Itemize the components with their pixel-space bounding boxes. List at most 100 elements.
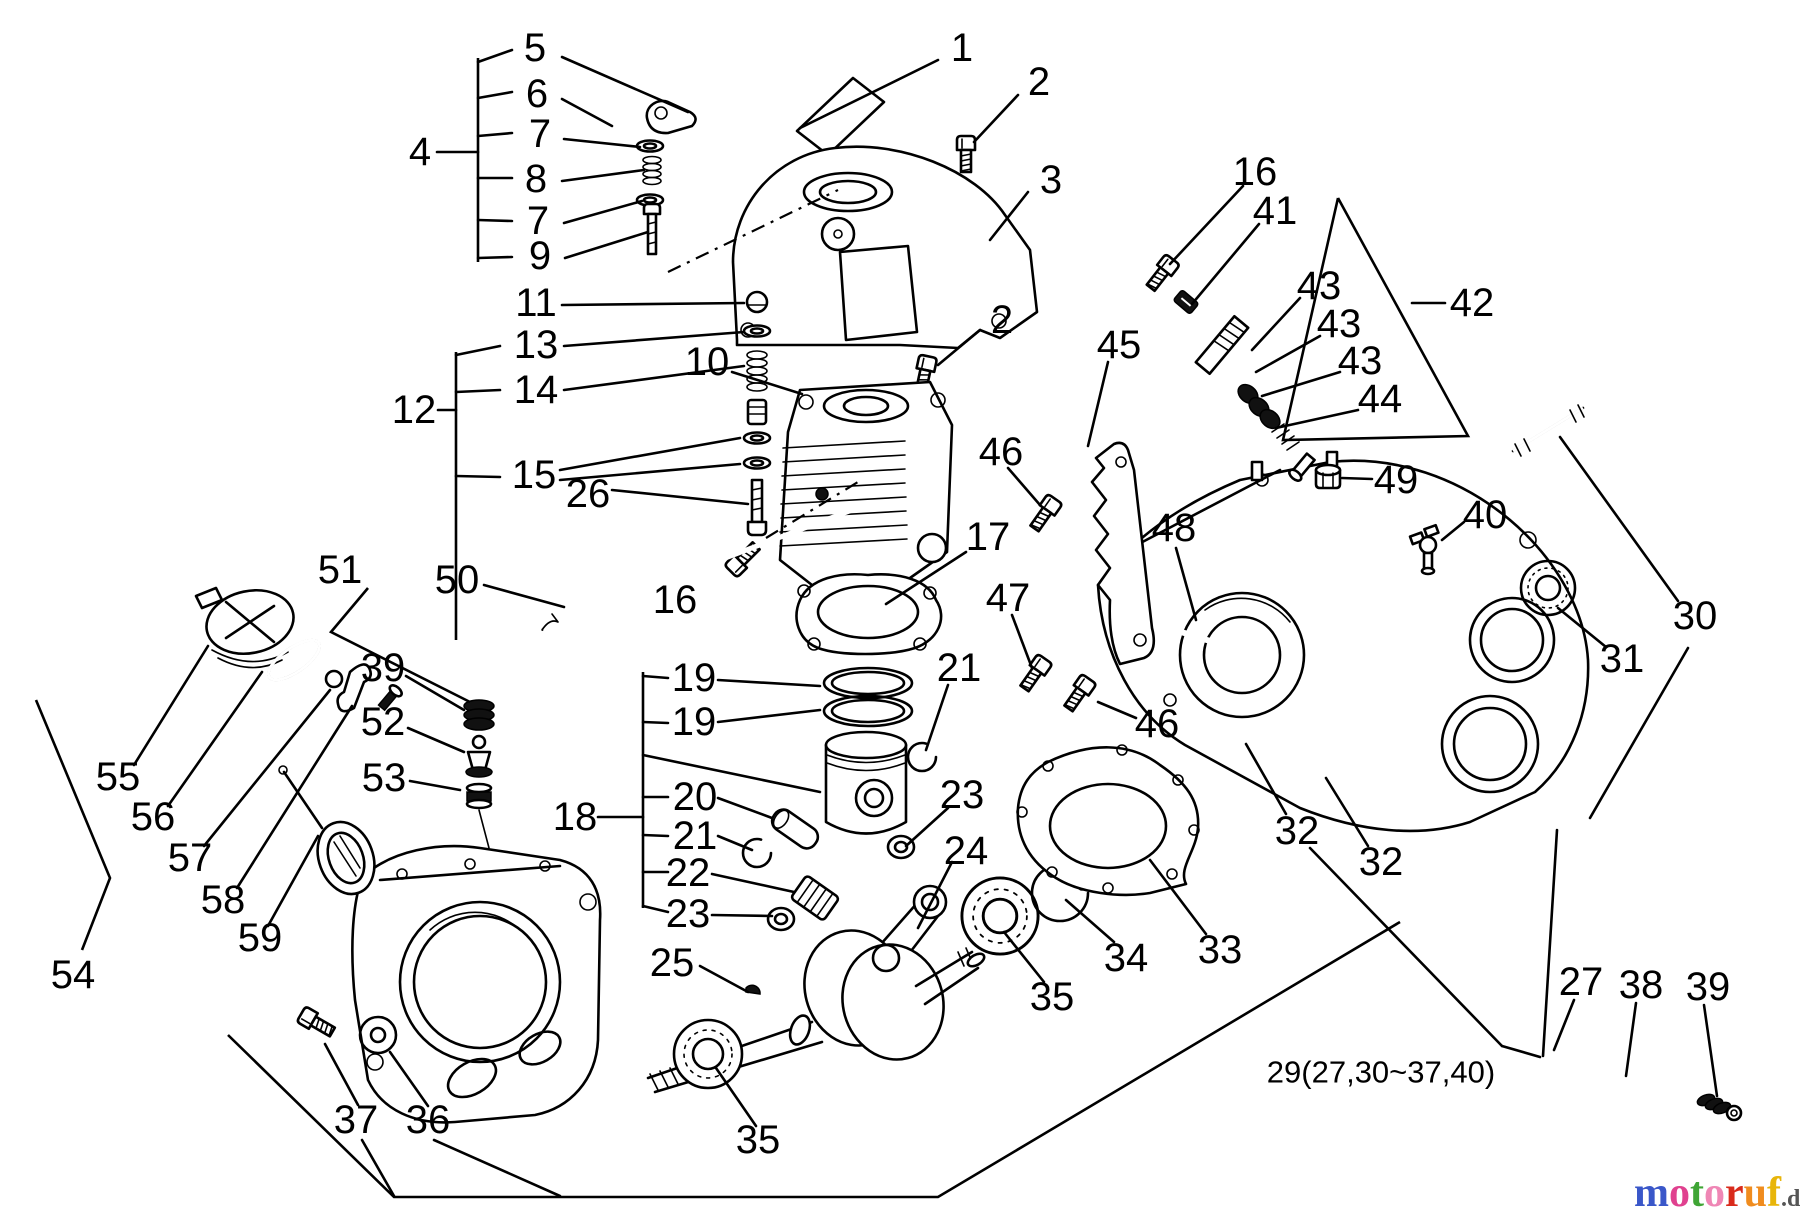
part-number-label: 45	[1097, 323, 1142, 367]
part-number-label: 51	[318, 548, 363, 592]
leader-line	[698, 964, 750, 994]
leader-line	[266, 834, 320, 928]
part-number-label: 19	[672, 656, 717, 700]
leader-line	[716, 678, 822, 688]
part-number-label: 2	[1028, 60, 1050, 104]
leader-line	[641, 753, 822, 794]
leader-line	[710, 872, 796, 894]
part-number-label: 18	[553, 795, 598, 839]
leader-line	[1500, 1044, 1542, 1059]
leader-line	[641, 674, 670, 680]
leader-line	[1064, 898, 1116, 944]
leader-line	[454, 388, 502, 394]
leader-line	[916, 860, 954, 930]
part-number-label: 36	[406, 1098, 451, 1142]
part-number-label: 43	[1297, 264, 1342, 308]
part-number-label: 12	[392, 388, 437, 432]
leader-line	[1254, 334, 1322, 374]
leader-line	[432, 1138, 562, 1198]
part-number-label: 54	[51, 953, 96, 997]
part-number-label: 41	[1253, 189, 1298, 233]
part-number-label: 43	[1338, 339, 1383, 383]
part-number-label: 7	[529, 112, 551, 156]
leader-line	[1174, 546, 1198, 622]
leader-line	[482, 583, 566, 609]
leader-line	[476, 48, 514, 64]
group-bracket	[1281, 197, 1471, 442]
leader-line	[563, 230, 650, 260]
leader-line	[476, 255, 514, 260]
leader-line	[1168, 184, 1245, 266]
leader-line	[558, 436, 742, 472]
part-number-label: 32	[1275, 809, 1320, 853]
part-number-label: 3	[1040, 158, 1062, 202]
part-number-label: 26	[566, 472, 611, 516]
part-number-label: 57	[168, 836, 213, 880]
leader-line	[476, 218, 514, 223]
part-number-label: 24	[944, 829, 989, 873]
part-number-label: 46	[1135, 702, 1180, 746]
leader-line	[1340, 476, 1374, 481]
leader-line	[560, 301, 746, 307]
assembly-axis-line	[667, 189, 839, 273]
leader-line	[406, 726, 466, 754]
group-brackets	[34, 58, 1471, 1199]
part-number-label: 35	[736, 1118, 781, 1162]
part-number-label: 42	[1450, 281, 1495, 325]
leader-line	[562, 330, 746, 348]
leader-lines	[132, 48, 1719, 1198]
leader-line	[1250, 296, 1302, 352]
part-number-label: 13	[514, 323, 559, 367]
leader-line	[1260, 370, 1342, 398]
leader-line	[1324, 776, 1370, 848]
part-number-label: 9	[529, 234, 551, 278]
part-number-label: 11	[515, 281, 557, 325]
leader-line	[1624, 1001, 1638, 1078]
leader-line	[714, 1066, 758, 1128]
leader-line	[202, 688, 332, 848]
part-number-label: 32	[1359, 840, 1404, 884]
leader-line	[562, 137, 642, 149]
part-number-label: 34	[1104, 936, 1149, 980]
leader-line	[988, 190, 1030, 242]
leader-line	[1002, 930, 1046, 984]
part-number-label: 33	[1198, 928, 1243, 972]
part-number-label: 4	[409, 130, 431, 174]
assembly-axis-line	[765, 481, 859, 539]
leader-line	[476, 90, 514, 100]
leader-line	[235, 704, 354, 890]
part-number-label: 21	[673, 814, 718, 858]
leader-line	[1308, 846, 1504, 1048]
part-number-label: 17	[966, 515, 1011, 559]
leader-line	[641, 720, 670, 725]
group-bracket	[328, 587, 471, 704]
leader-line	[1010, 613, 1034, 670]
leader-line	[641, 904, 670, 914]
leader-line	[404, 674, 466, 712]
leader-line	[408, 779, 462, 792]
leader-line	[360, 1138, 396, 1198]
part-number-label: 6	[526, 72, 548, 116]
part-number-label: 14	[514, 368, 559, 412]
part-number-label: 5	[524, 26, 546, 70]
leader-line	[924, 683, 950, 752]
part-number-label: 39	[361, 646, 406, 690]
part-number-label: 16	[653, 578, 698, 622]
leader-line	[562, 364, 746, 392]
part-number-label: 59	[238, 916, 283, 960]
part-number-label: 44	[1358, 377, 1403, 421]
leader-line	[936, 328, 982, 367]
part-number-label: 2	[991, 298, 1013, 342]
part-number-label: 47	[986, 576, 1031, 620]
leader-line	[323, 1042, 360, 1107]
leader-line	[388, 1050, 430, 1108]
leader-line	[560, 97, 614, 128]
leader-line	[558, 462, 742, 482]
part-number-label: 15	[512, 453, 557, 497]
part-number-label: 21	[937, 646, 982, 690]
part-number-label: 46	[979, 430, 1024, 474]
part-number-label: 38	[1619, 963, 1664, 1007]
